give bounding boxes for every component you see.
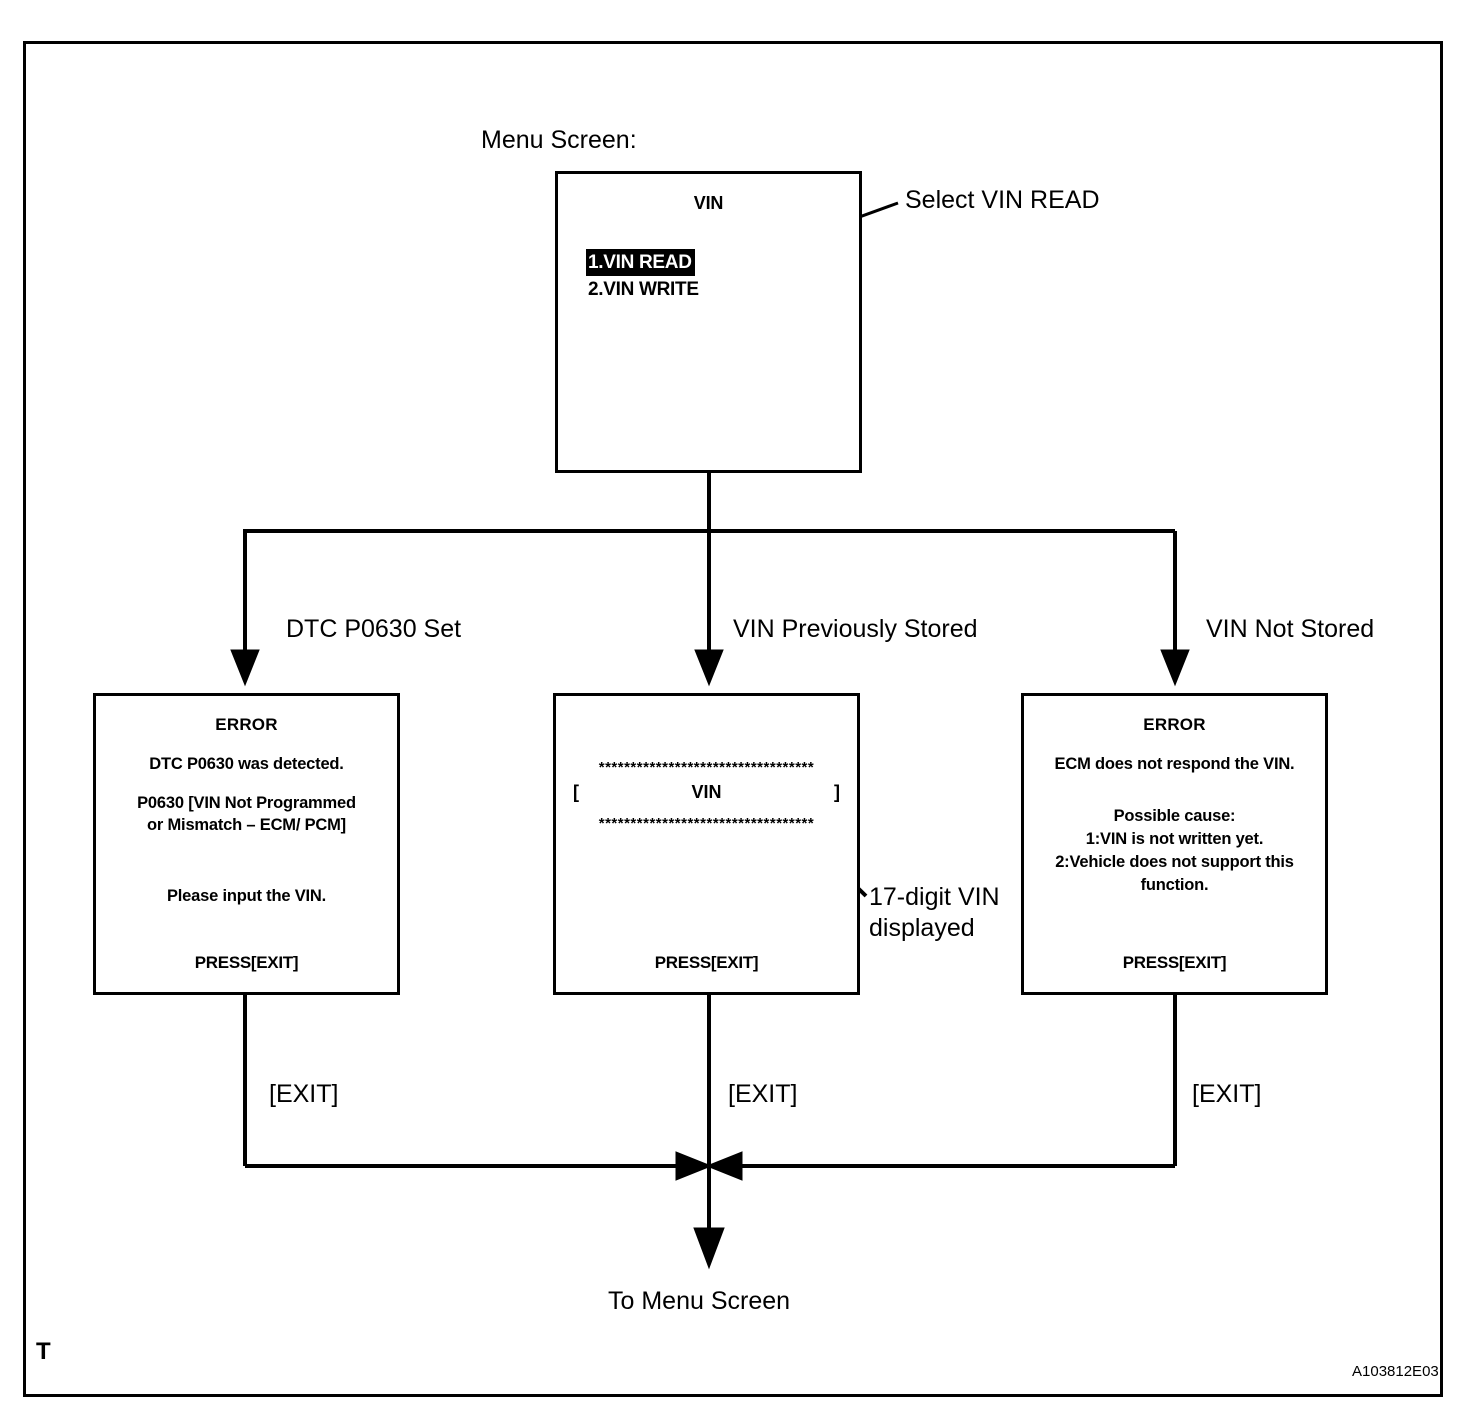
menu-option-vin-write[interactable]: 2.VIN WRITE [588,279,699,300]
exit-label-middle: [EXIT] [728,1080,798,1108]
error-not-stored-heading: ERROR [1143,715,1206,734]
menu-option-vin-write-row[interactable]: 2.VIN WRITE [586,276,702,303]
figure-border [23,41,1443,1397]
vin-value-label: VIN [691,782,722,802]
menu-screen-title: VIN [693,193,724,213]
annotation-17-digit-vin-line2: displayed [869,913,975,942]
annotation-17-digit-vin-line1: 17-digit VIN [869,883,1000,911]
vin-bracket-left: [ [573,782,579,802]
error-dtc-heading: ERROR [215,715,278,734]
vin-stored-content: ********************************** [ VIN… [561,696,852,992]
error-not-stored-screen-box: ERROR ECM does not respond the VIN. Poss… [1021,693,1328,995]
error-not-stored-content: ERROR ECM does not respond the VIN. Poss… [1029,696,1320,992]
menu-option-vin-read-row[interactable]: 1.VIN READ [586,249,702,276]
error-dtc-line-code-desc-1: P0630 [VIN Not Programmed [137,794,356,812]
branch-label-vin-not-stored: VIN Not Stored [1206,615,1375,643]
annotation-17-digit-vin: 17-digit VIN displayed [869,882,1000,943]
branch-label-dtc-set: DTC P0630 Set [286,615,462,643]
figure-code-label: A103812E03 [1352,1363,1439,1380]
error-dtc-line-detected: DTC P0630 was detected. [149,755,344,773]
branch-label-vin-previously-stored: VIN Previously Stored [733,615,978,643]
error-not-stored-cause-1: 1:VIN is not written yet. [1085,830,1264,848]
vin-stored-screen-box: ********************************** [ VIN… [553,693,860,995]
error-dtc-content: ERROR DTC P0630 was detected. P0630 [VIN… [101,696,392,992]
error-not-stored-line-possible-cause: Possible cause: [1113,807,1236,825]
vin-stored-press-exit: PRESS[EXIT] [654,953,759,973]
error-dtc-screen-box: ERROR DTC P0630 was detected. P0630 [VIN… [93,693,400,995]
error-not-stored-press-exit: PRESS[EXIT] [1122,953,1227,973]
error-dtc-line-prompt: Please input the VIN. [166,887,326,905]
exit-label-right: [EXIT] [1192,1080,1262,1108]
corner-marker-t: T [36,1338,51,1365]
vin-value-row: [ VIN ] [561,781,852,804]
menu-option-list: 1.VIN READ 2.VIN WRITE [586,249,702,303]
error-not-stored-cause-2-cont: function. [1140,876,1209,894]
vin-bracket-right: ] [833,782,840,802]
vin-stars-bottom: ********************************** [598,815,815,832]
terminal-label-to-menu-screen: To Menu Screen [608,1287,791,1315]
annotation-select-vin-read: Select VIN READ [905,186,1100,214]
exit-label-left: [EXIT] [269,1080,339,1108]
error-dtc-line-code-desc-2: or Mismatch – ECM/ PCM] [147,816,346,834]
error-not-stored-cause-2: 2:Vehicle does not support this [1055,853,1294,871]
error-not-stored-line-ecm: ECM does not respond the VIN. [1054,755,1295,773]
menu-screen-caption: Menu Screen: [481,126,637,154]
error-dtc-press-exit: PRESS[EXIT] [194,953,299,973]
menu-option-vin-read[interactable]: 1.VIN READ [586,249,695,276]
vin-stars-top: ********************************** [598,759,815,776]
menu-screen-box: VIN 1.VIN READ 2.VIN WRITE [555,171,862,473]
